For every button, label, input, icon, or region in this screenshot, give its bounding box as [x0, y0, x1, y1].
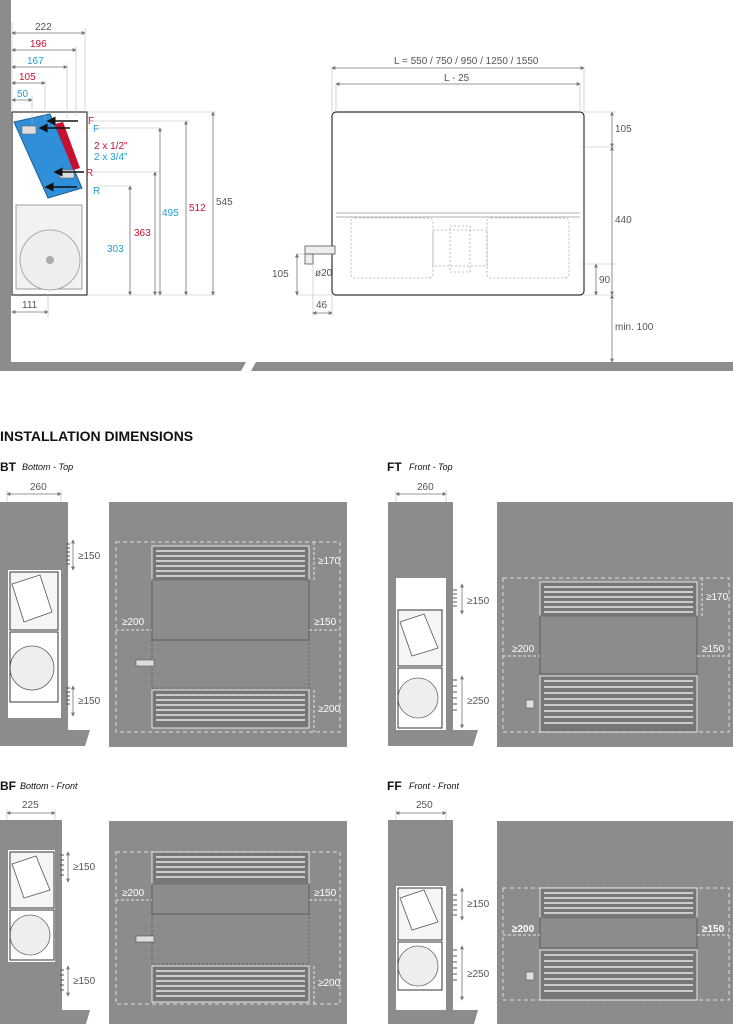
- dim-303: 303: [107, 244, 124, 255]
- dim-196: 196: [30, 39, 47, 50]
- dim-222: 222: [35, 22, 52, 33]
- panel-bf-fan-icon: [9, 914, 51, 956]
- section-title: INSTALLATION DIMENSIONS: [0, 428, 193, 444]
- panel-bf-left-clear: ≥200: [122, 888, 145, 899]
- panel-ft-width: 260: [417, 482, 434, 493]
- dim-length-inner: L - 25: [444, 73, 470, 84]
- panel-bf-bottom-gap: ≥150: [73, 976, 96, 987]
- panel-bf-bottom-clear: ≥200: [318, 978, 341, 989]
- dim-min-100: min. 100: [615, 322, 654, 333]
- panel-bt-bottom-clear: ≥200: [318, 704, 341, 715]
- side-view: 222 196 167 105 50 111 F F R R 2 x 1/2" …: [0, 0, 246, 371]
- dim-50: 50: [17, 89, 29, 100]
- floor-left: [0, 362, 246, 371]
- panel-bt-width: 260: [30, 482, 47, 493]
- panel-ff-left-clear: ≥200: [512, 924, 535, 935]
- panel-ff: FF Front - Front 250 ≥150 ≥250 ≥200 ≥150: [387, 779, 733, 1024]
- floor-right: [251, 362, 733, 371]
- panel-ff-right-clear: ≥150: [702, 924, 725, 935]
- fan-left-outline: [350, 217, 434, 279]
- panel-ff-bottom-gap: ≥250: [467, 969, 490, 980]
- dim-46: 46: [316, 300, 328, 311]
- panel-bt-right-clear: ≥150: [314, 617, 337, 628]
- panel-ft: FT Front - Top 260 ≥150 ≥250 ≥200 ≥150 ≥…: [387, 460, 733, 747]
- front-view: L = 550 / 750 / 950 / 1250 / 1550 L - 25…: [251, 56, 733, 371]
- dim-111: 111: [22, 300, 38, 311]
- panel-ff-width: 250: [416, 800, 433, 811]
- panel-bf-width: 225: [22, 800, 39, 811]
- pipe-size-red: 2 x 1/2": [94, 141, 128, 152]
- panel-bt: BT Bottom - Top 260 ≥150 ≥150 ≥200 ≥150: [0, 460, 347, 747]
- panel-bt-bottom-gap: ≥150: [78, 696, 101, 707]
- panel-bt-fan-icon: [9, 645, 55, 691]
- panel-bt-top-clear: ≥170: [318, 556, 341, 567]
- dim-363: 363: [134, 228, 151, 239]
- unit-casing-front: [331, 111, 585, 296]
- label-f-blue: F: [93, 124, 99, 135]
- dim-diameter-20: ø20: [315, 268, 333, 279]
- dim-167: 167: [27, 56, 44, 67]
- label-r-blue: R: [93, 186, 100, 197]
- panel-ft-top-gap: ≥150: [467, 596, 490, 607]
- dim-105: 105: [19, 72, 36, 83]
- panel-ft-top-clear: ≥170: [706, 592, 729, 603]
- panel-bt-top-gap: ≥150: [78, 551, 101, 562]
- panel-ft-subtitle: Front - Top: [409, 462, 453, 472]
- panel-ff-code: FF: [387, 779, 402, 793]
- panel-bf-subtitle: Bottom - Front: [20, 781, 78, 791]
- panel-ff-subtitle: Front - Front: [409, 781, 460, 791]
- panel-bf-code: BF: [0, 779, 16, 793]
- panel-bt-subtitle: Bottom - Top: [22, 462, 73, 472]
- exchanger-red-strip: [55, 122, 80, 170]
- panel-ft-bottom-gap: ≥250: [467, 696, 490, 707]
- dim-90: 90: [599, 275, 611, 286]
- panel-ft-fan-icon: [397, 677, 439, 719]
- panel-ff-top-gap: ≥150: [467, 899, 490, 910]
- pipe-size-blue: 2 x 3/4": [94, 152, 128, 163]
- fan-right-outline: [486, 217, 570, 279]
- dim-105-left: 105: [272, 269, 289, 280]
- panel-ft-right-clear: ≥150: [702, 644, 725, 655]
- unit-casing-side: [11, 111, 88, 296]
- dim-440: 440: [615, 215, 632, 226]
- panel-bf-top-gap: ≥150: [73, 862, 96, 873]
- panel-ft-left-clear: ≥200: [512, 644, 535, 655]
- label-r-red: R: [86, 168, 93, 179]
- dim-495: 495: [162, 208, 179, 219]
- dim-105-right: 105: [615, 124, 632, 135]
- panel-bf: BF Bottom - Front 225 ≥150 ≥150 ≥200 ≥15…: [0, 779, 347, 1024]
- dim-512: 512: [189, 203, 206, 214]
- wall-left: [0, 0, 11, 371]
- dim-545: 545: [216, 197, 233, 208]
- panel-ft-code: FT: [387, 460, 402, 474]
- dim-length: L = 550 / 750 / 950 / 1250 / 1550: [394, 56, 539, 67]
- panel-bt-code: BT: [0, 460, 17, 474]
- panel-bt-left-clear: ≥200: [122, 617, 145, 628]
- panel-bf-right-clear: ≥150: [314, 888, 337, 899]
- drain-pipe: [304, 245, 336, 255]
- panel-ff-fan-icon: [397, 945, 439, 987]
- label-f-red: F: [88, 116, 94, 127]
